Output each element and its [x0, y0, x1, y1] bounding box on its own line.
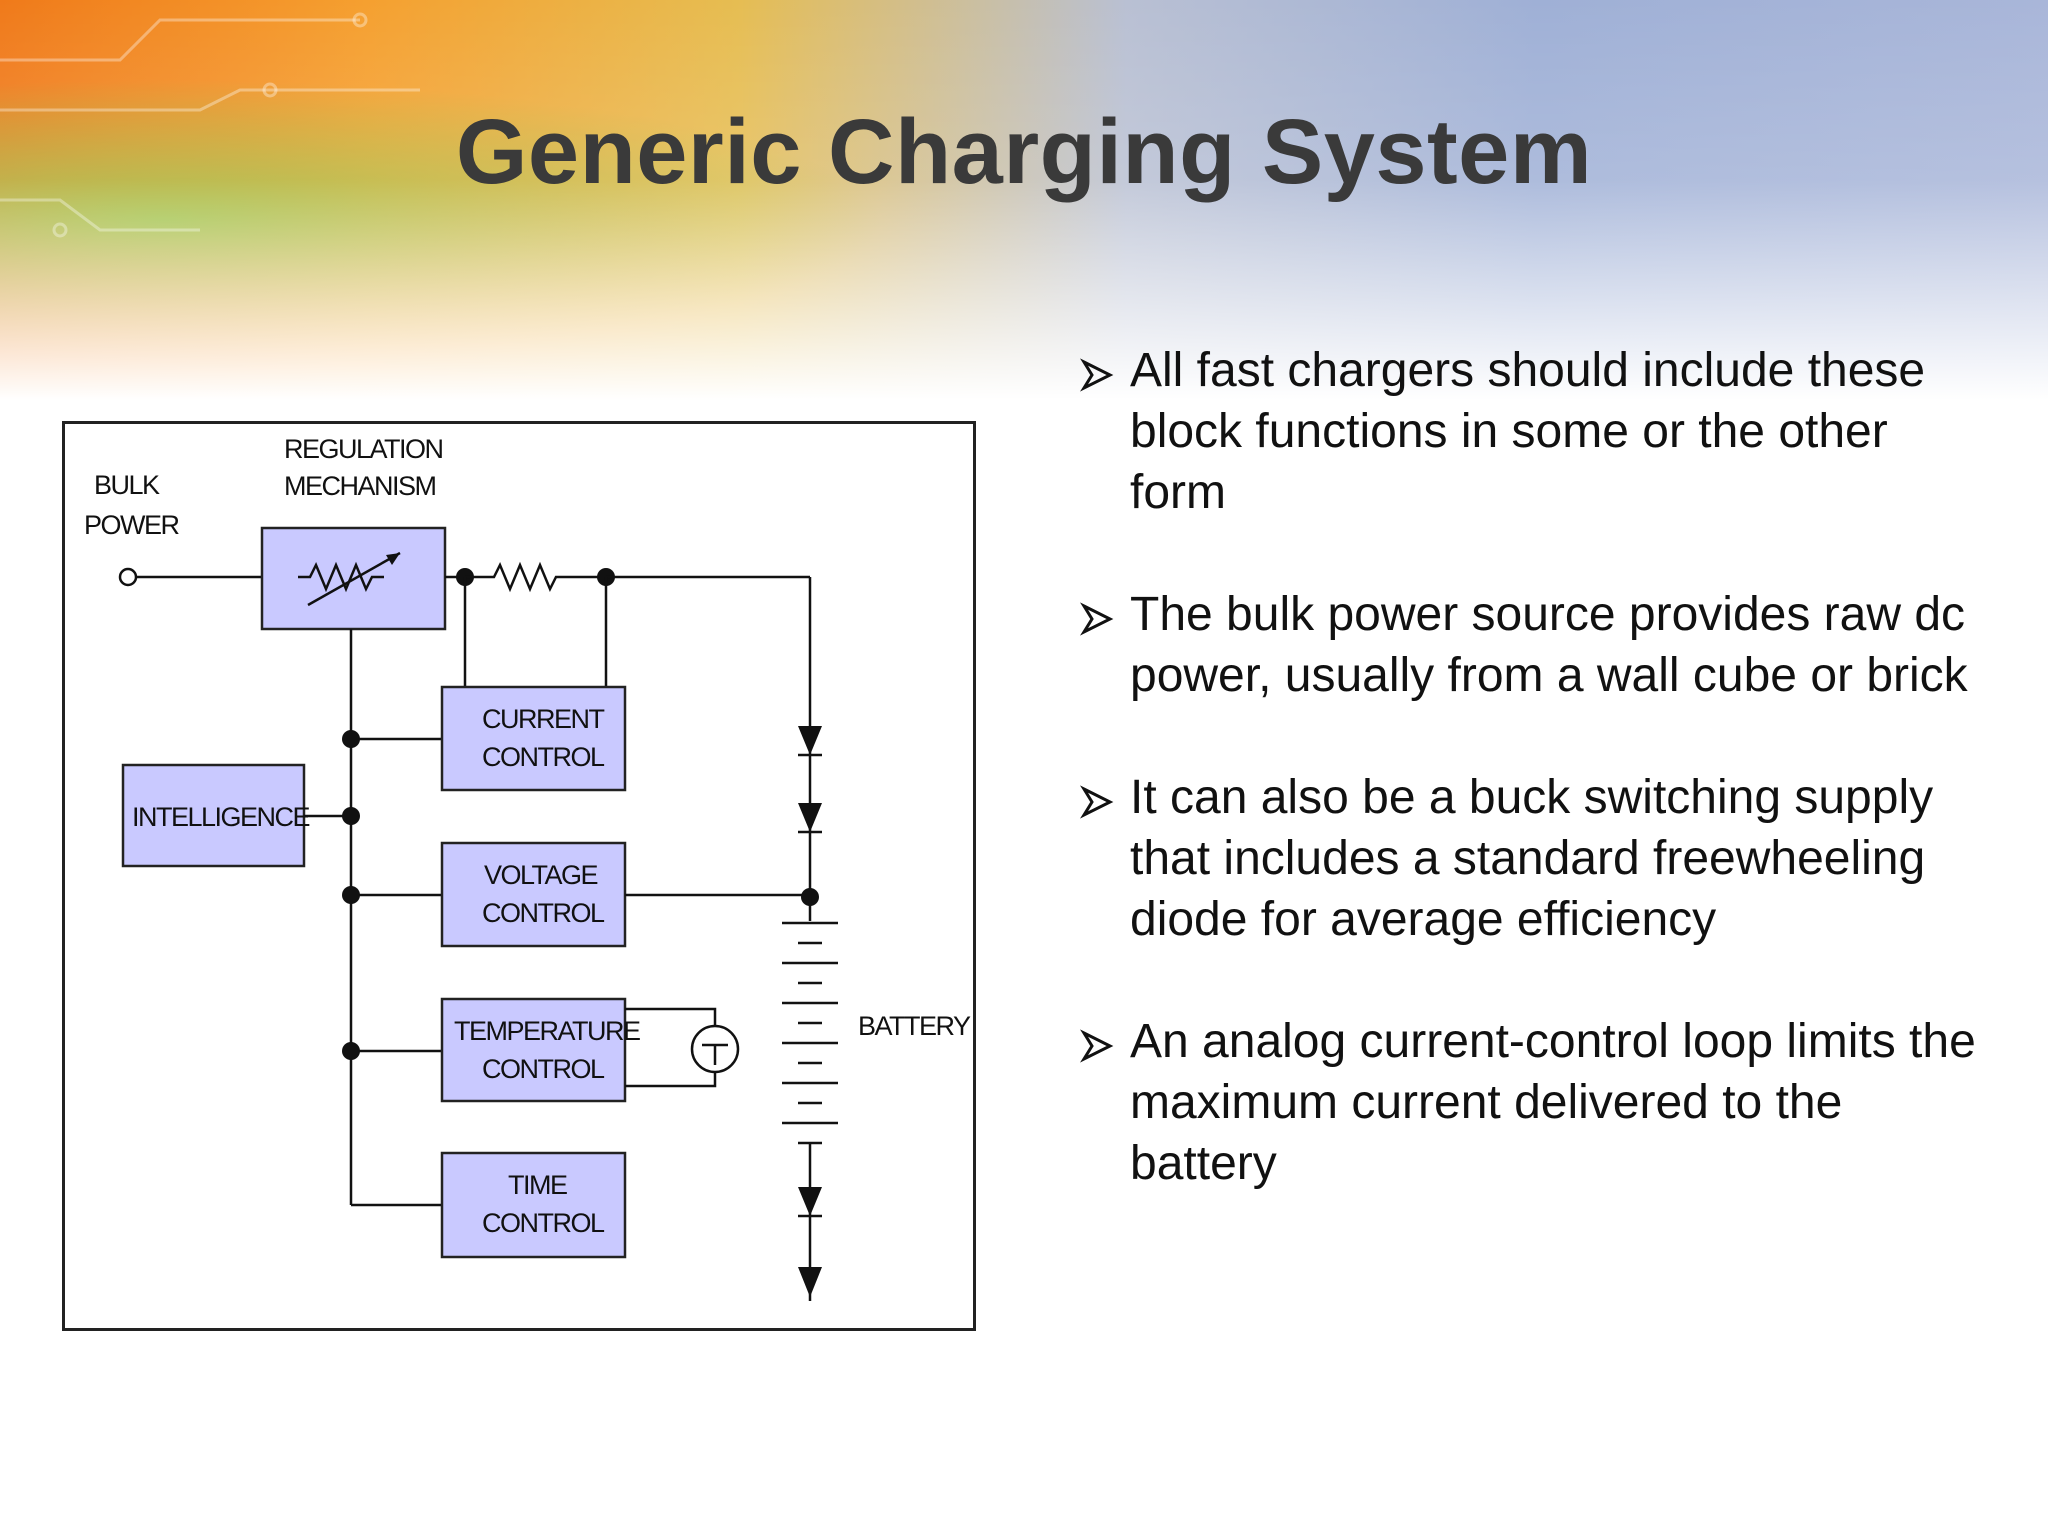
bullet-item: All fast chargers should include these b… — [1080, 340, 1980, 523]
bullet-text: All fast chargers should include these b… — [1130, 344, 1926, 519]
temperature-control-block — [440, 997, 627, 1103]
current-control-label-1: CURRENT — [482, 704, 605, 734]
bulk-power-label-1: BULK — [94, 470, 160, 500]
bulk-power-terminal — [118, 567, 138, 587]
diode-arrow-icon — [798, 803, 822, 832]
bullet-item: The bulk power source provides raw dc po… — [1080, 584, 1980, 706]
bullet-text: It can also be a buck switching supply t… — [1130, 771, 1934, 946]
sense-resistor-icon — [465, 561, 606, 593]
bulk-power-label-2: POWER — [84, 510, 180, 540]
bullet-item: It can also be a buck switching supply t… — [1080, 767, 1980, 950]
bullet-text: The bulk power source provides raw dc po… — [1130, 588, 1968, 702]
diode-arrow-icon — [798, 1187, 822, 1216]
variable-resistor-icon — [298, 551, 401, 607]
intelligence-block — [121, 763, 306, 868]
current-control-label-2: CONTROL — [482, 742, 605, 772]
bullet-list: All fast chargers should include these b… — [1080, 340, 1980, 1255]
bullet-item: An analog current-control loop limits th… — [1080, 1011, 1980, 1194]
regulation-label-2: MECHANISM — [284, 471, 436, 501]
temperature-control-label-2: CONTROL — [482, 1054, 605, 1084]
slide-title: Generic Charging System — [455, 101, 1593, 203]
time-control-label-1: TIME — [508, 1170, 567, 1200]
circuit-traces-decoration — [0, 12, 420, 238]
regulation-label-1: REGULATION — [284, 434, 443, 464]
arrow-bullet-icon — [1080, 785, 1114, 819]
thermistor-icon — [690, 1024, 740, 1074]
arrow-bullet-icon — [1080, 1029, 1114, 1063]
time-control-block — [440, 1151, 627, 1259]
temperature-control-label-1: TEMPERATURE — [454, 1016, 640, 1046]
voltage-control-label-1: VOLTAGE — [484, 860, 598, 890]
voltage-control-label-2: CONTROL — [482, 898, 605, 928]
voltage-control-block — [440, 841, 627, 948]
arrow-bullet-icon — [1080, 358, 1114, 392]
charging-block-diagram: BULK POWER REGULATION MECHANISM INTELLIG… — [62, 421, 976, 1331]
battery-label: BATTERY — [858, 1011, 971, 1041]
time-control-label-2: CONTROL — [482, 1208, 605, 1238]
current-control-block — [440, 685, 627, 792]
diode-arrow-icon — [798, 726, 822, 755]
intelligence-label: INTELLIGENCE — [132, 802, 310, 832]
arrow-bullet-icon — [1080, 602, 1114, 636]
bullet-text: An analog current-control loop limits th… — [1130, 1015, 1976, 1190]
ground-arrow-icon — [798, 1267, 822, 1297]
